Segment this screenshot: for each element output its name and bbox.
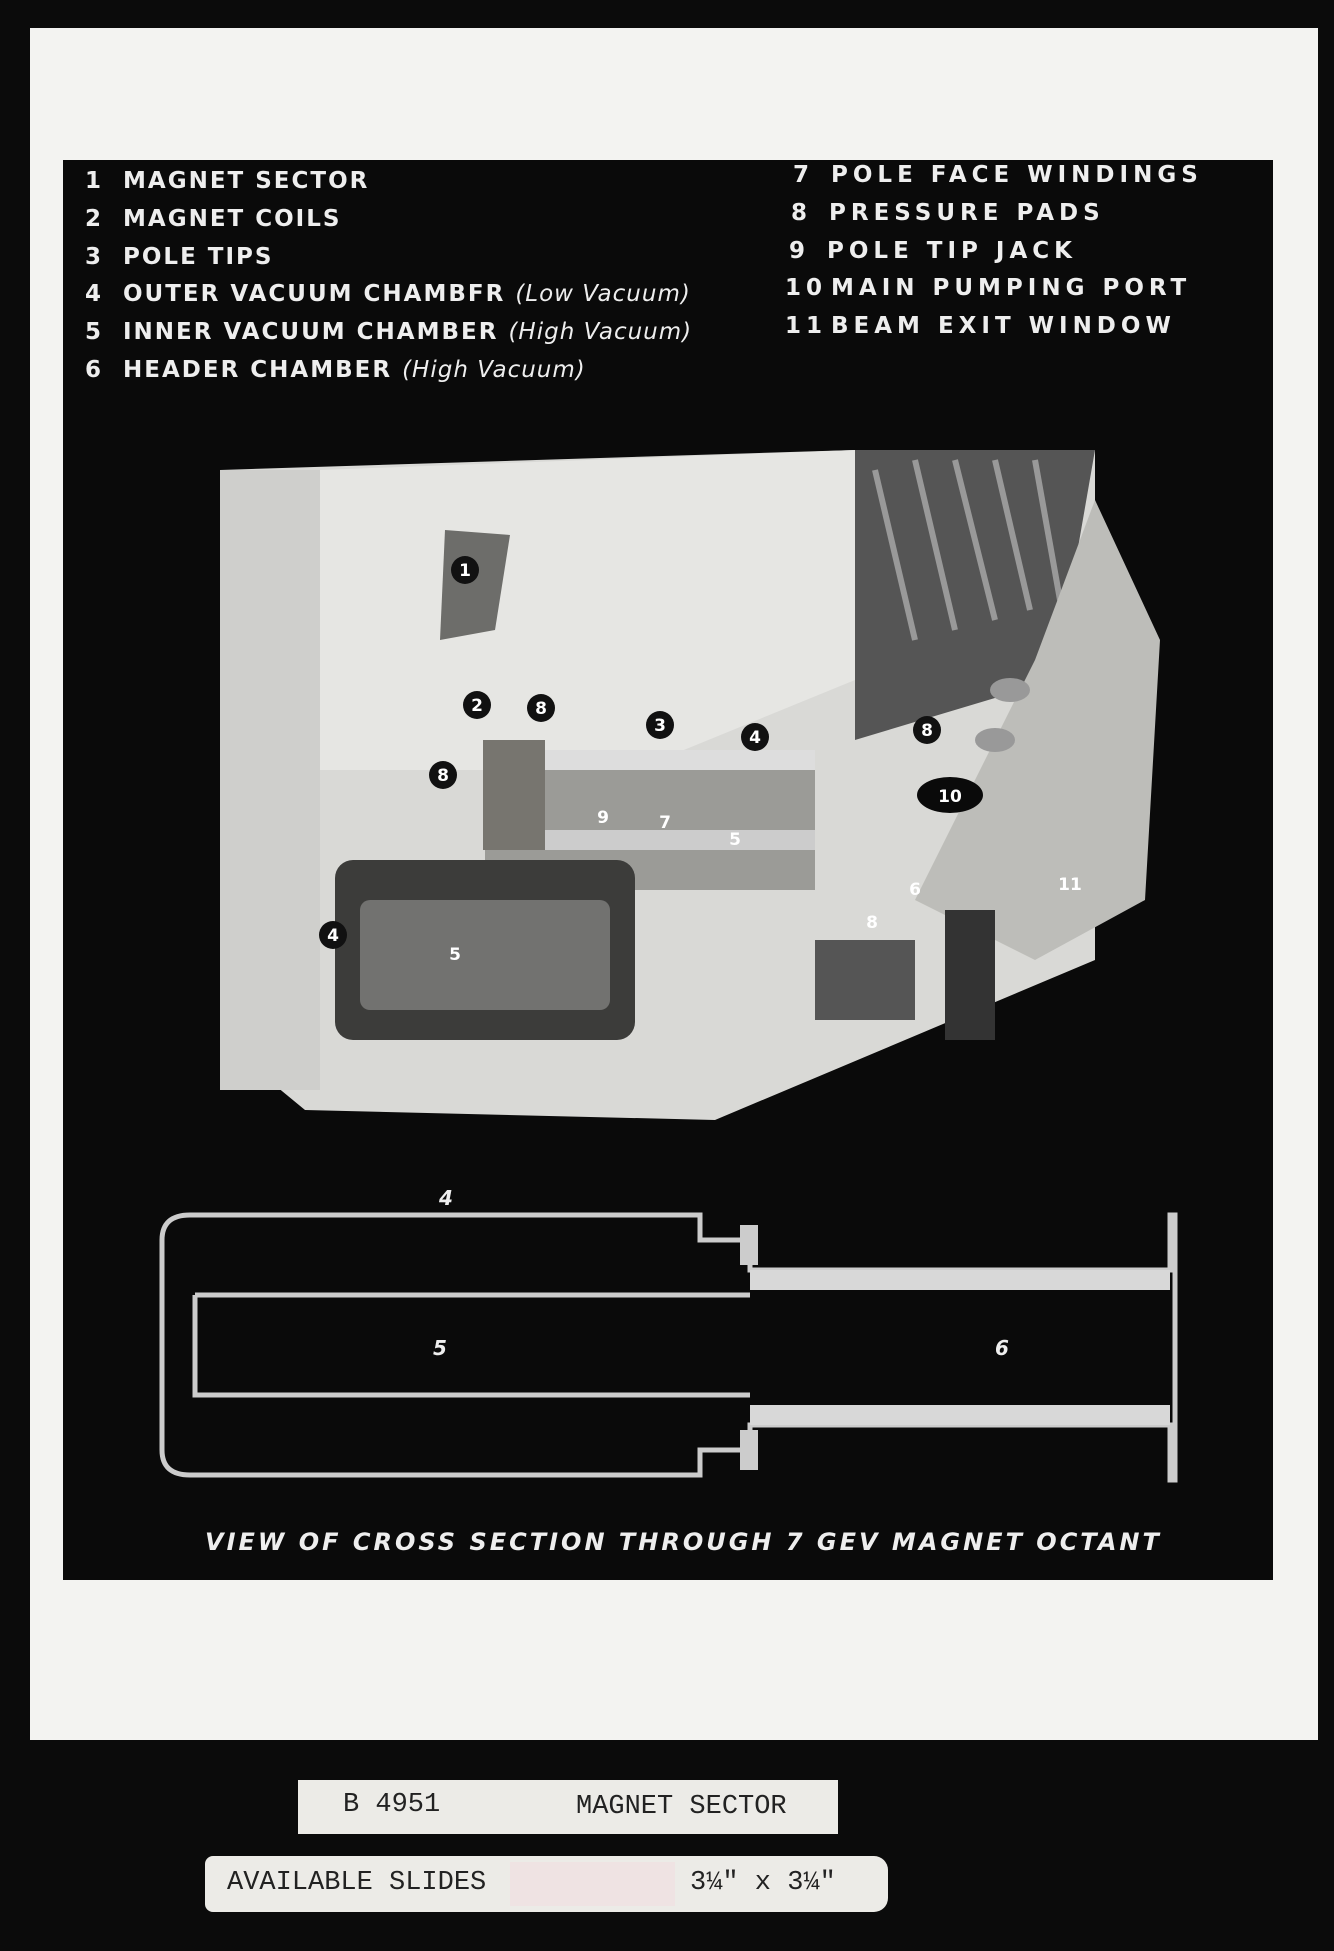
callout-9: 9: [597, 808, 609, 828]
callout-4: 4: [749, 728, 761, 748]
callout-5: 5: [449, 945, 461, 965]
callout-8: 8: [866, 913, 878, 933]
slides-label: AVAILABLE SLIDES: [227, 1868, 487, 1898]
callout-11: 11: [1058, 875, 1082, 895]
callout-5: 5: [729, 830, 741, 850]
cross-section-diagram: 4 5 6: [159, 1186, 1178, 1483]
blank-patch: [510, 1862, 675, 1906]
callout-8: 8: [437, 766, 449, 786]
catalog-number: B 4951: [343, 1790, 441, 1820]
callout-8: 8: [535, 699, 547, 719]
callout-2: 2: [471, 696, 483, 716]
callout-1: 1: [459, 561, 471, 581]
callout-3: 3: [654, 716, 666, 736]
magnet-cutaway-illustration: 1 2 3 4 8 8 8 4 9 7 5 6 10 11 8 5: [220, 450, 1160, 1120]
callout-7: 7: [659, 813, 671, 833]
section-label-4: 4: [438, 1186, 453, 1210]
section-label-6: 6: [995, 1336, 1009, 1360]
catalog-title: MAGNET SECTOR: [576, 1792, 787, 1822]
callout-8: 8: [921, 721, 933, 741]
callout-10: 10: [938, 787, 962, 807]
slides-size: 3¼" x 3¼": [690, 1868, 836, 1898]
slides-label-tape: AVAILABLE SLIDES 3¼" x 3¼": [205, 1856, 888, 1912]
callout-6: 6: [909, 880, 921, 900]
diagram-caption: VIEW OF CROSS SECTION THROUGH 7 GEV MAGN…: [205, 1528, 1162, 1556]
callout-4: 4: [327, 926, 339, 946]
section-label-5: 5: [433, 1336, 447, 1360]
catalog-label-tape: B 4951 MAGNET SECTOR: [298, 1780, 838, 1834]
